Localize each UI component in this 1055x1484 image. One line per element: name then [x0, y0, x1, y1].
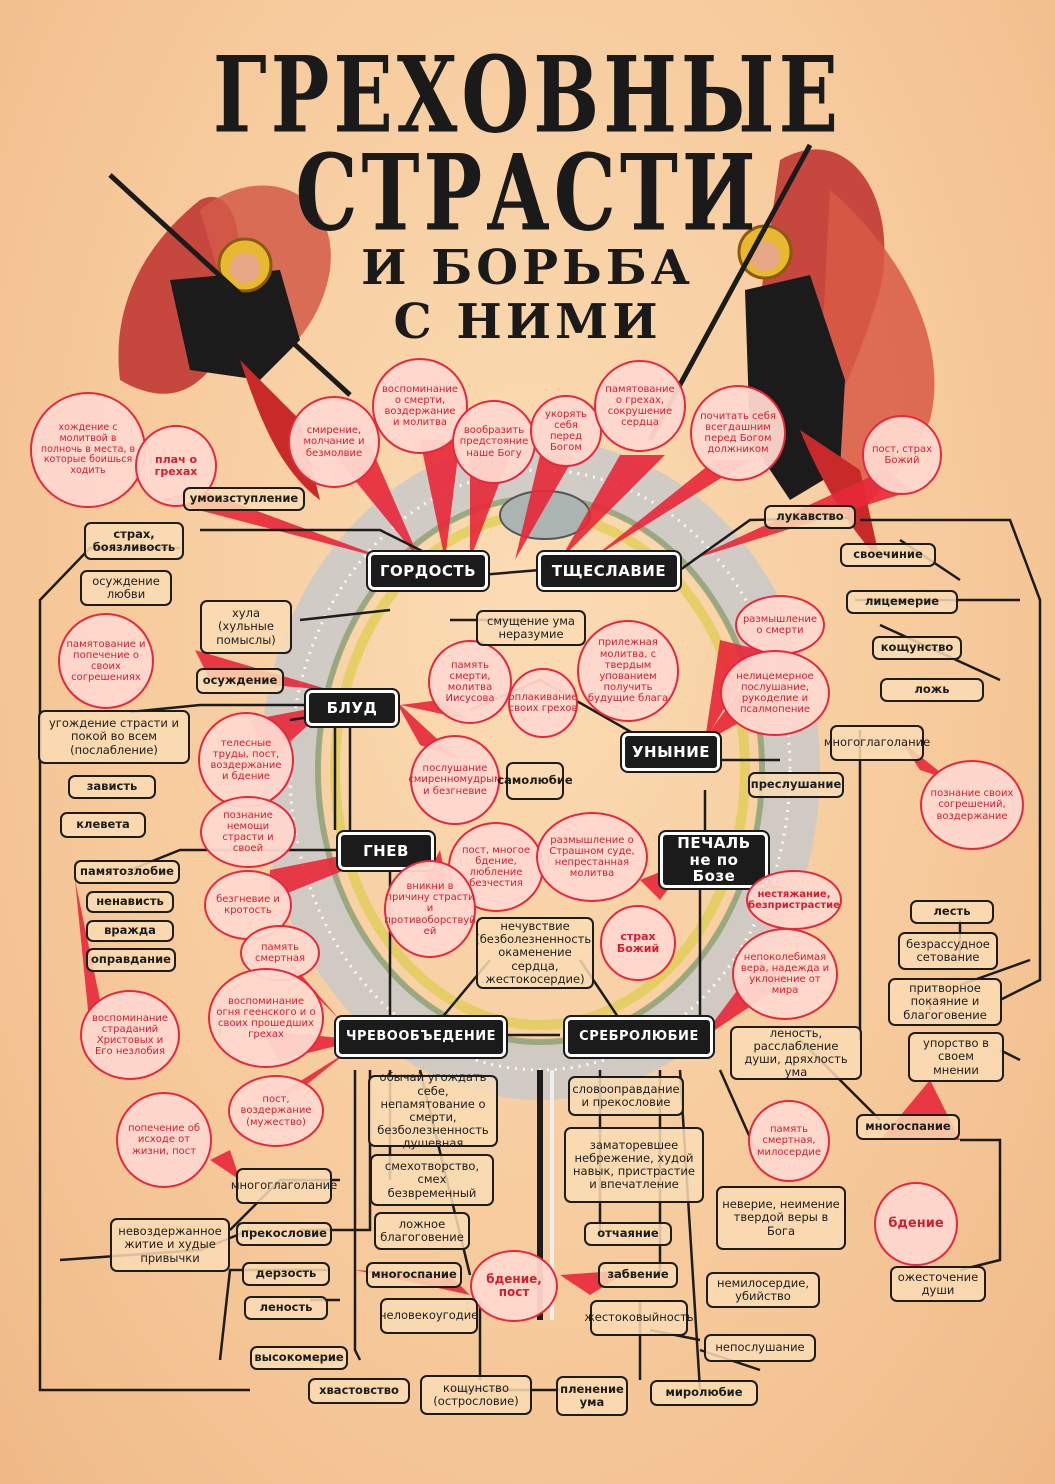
box-chelovekougodie: человекоугодие: [380, 1298, 478, 1334]
remedy-pamyatovanie-sogr: памятование и попечение о своих согрешен…: [58, 613, 154, 709]
box-ugozhdenie: угождение страсти и покой во всем (посла…: [38, 710, 190, 764]
box-lozhnoe: ложное благоговение: [374, 1212, 470, 1250]
remedy-telesnye: телесные труды, пост, воздержание и бден…: [198, 712, 294, 808]
box-otchayanie: отчаяние: [584, 1222, 672, 1246]
box-samolyubie: самолюбие: [497, 762, 573, 800]
remedy-pomyatovanie-greh: памятование о грехах, сокрушение сердца: [594, 360, 686, 452]
box-lenost: леность: [244, 1296, 328, 1320]
remedy-strah-bozhiy: страх Божий: [600, 905, 676, 981]
box-nemiloserdie: немилосердие, убийство: [706, 1272, 820, 1308]
box-hvastovstvo: хвастовство: [308, 1378, 410, 1404]
remedy-voobrazit: вообразить предстояние наше Богу: [452, 400, 536, 484]
box-osuzhdenie: осуждение: [196, 668, 284, 694]
box-strah: страх, боязливость: [84, 522, 184, 560]
box-kleveta: клевета: [60, 812, 146, 838]
remedy-poslushanie: послушание смиренномудрым и безгневие: [408, 735, 502, 825]
passion-gordost: ГОРДОСТЬ: [366, 550, 490, 592]
remedy-prilezhnaya: прилежная молитва, с твердым упованием п…: [577, 620, 679, 722]
passion-srebrolyubie: СРЕБРОЛЮБИЕ: [563, 1015, 715, 1059]
remedy-pamyat-smerti-molitva: память смерти, молитва Иисусова: [428, 640, 512, 724]
passion-blud: БЛУД: [304, 688, 400, 728]
remedy-pamyat-miloserdie: память смертная, милосердие: [748, 1100, 830, 1182]
passion-tscheslavie: ТЩЕСЛАВИЕ: [536, 550, 682, 592]
remedy-nepokolebimaya: непоколебимая вера, надежда и уклонение …: [732, 928, 838, 1020]
box-zhestokovyinost: жестоковыйность: [584, 1300, 694, 1336]
box-mnogospanie-right: многоспание: [856, 1114, 960, 1140]
box-osuzhdenie-lyubvi: осуждение любви: [80, 570, 172, 606]
box-umoizstuplenie: умоизступление: [183, 487, 305, 511]
box-zamatorevshee: заматоревшее небрежение, худой навык, пр…: [564, 1127, 704, 1203]
passion-unynie: УНЫНИЕ: [620, 731, 722, 773]
box-koschunstvo: кощунство: [872, 636, 962, 660]
box-pamyatozlobie: памятозлобие: [74, 860, 180, 884]
box-pritvornoe: притворное покаяние и благоговение: [888, 978, 1002, 1026]
remedy-poznanie-nemoschi: познание немощи страсти и своей: [200, 796, 296, 868]
passion-chrevoobedenie: ЧРЕВООБЪЕДЕНИЕ: [334, 1015, 508, 1059]
box-nechuvstvie: нечувствие (безболезненность, окаменение…: [475, 917, 595, 989]
box-ozhestochenie: ожесточение души: [890, 1266, 986, 1302]
remedy-nestyazhanie: нестяжание, безпристрастие: [746, 870, 842, 930]
remedy-vnikni: вникни в причину страсти и противоборств…: [384, 860, 476, 958]
remedy-poznanie-svoih: познание своих согрешений, воздержание: [920, 760, 1024, 850]
remedy-vospominanie-stradaniy: воспоминание страданий Христовых и Его н…: [80, 990, 180, 1080]
box-lest: лесть: [910, 900, 994, 924]
box-obychay: обычай угождать себе, непамятование о см…: [368, 1071, 498, 1150]
remedy-popechenie: попечение об исходе от жизни, пост: [116, 1092, 212, 1188]
box-vysokomerie: высокомерие: [250, 1346, 348, 1370]
box-derzost: дерзость: [242, 1262, 330, 1286]
remedy-razmyshlenie-sud: размышление о Страшном суде, непрестанна…: [536, 812, 648, 902]
passion-pechal: ПЕЧАЛЬ не по Бозе: [658, 830, 770, 890]
box-nevozderzhannoe: невоздержанное житие и худые привычки: [110, 1218, 230, 1272]
title-line-1: ГРЕХОВНЫЕ: [212, 34, 843, 157]
box-zavist: зависть: [68, 775, 156, 799]
remedy-bdenie-post: бдение, пост: [470, 1250, 558, 1322]
box-lenost-rasslablenie: леность, расслабление души, дряхлость ум…: [730, 1026, 862, 1080]
box-smehotvorstvo: смехотворство, смех безвременный: [370, 1154, 494, 1206]
box-plenenie: пленение ума: [556, 1376, 628, 1416]
box-uporstvo: упорство в своем мнении: [908, 1032, 1004, 1082]
remedy-hozhdenie: хождение с молитвой в полночь в места, в…: [30, 392, 146, 508]
box-neposlushanie: непослушание: [704, 1334, 816, 1362]
remedy-post-vozderzhanie: пост, воздержание (мужество): [228, 1075, 324, 1147]
box-slovoopravdanie: словооправдание и прекословие: [568, 1076, 684, 1116]
box-nenavist: ненависть: [86, 891, 174, 913]
box-hula: хула (хульные помыслы): [200, 600, 292, 654]
box-koschunstvo-ostr: кощунство (остроcловие): [420, 1375, 532, 1415]
box-lozh: ложь: [880, 678, 984, 702]
box-litsemerie: лицемерие: [846, 590, 958, 614]
box-preslushanie: преслушание: [748, 772, 844, 798]
box-lukavstvo: лукавство: [764, 505, 856, 529]
title-line-2: СТРАСТИ: [295, 132, 760, 255]
remedy-oplakivanie: оплакивание своих грехов: [508, 668, 578, 738]
remedy-post-strah: пост, страх Божий: [862, 415, 942, 495]
box-opravdanie: оправдание: [86, 948, 176, 972]
box-mnogoglagolanie-right: многоглаголание: [824, 725, 930, 761]
box-smyschenie: смущение ума неразумие: [476, 610, 586, 646]
box-mirolyubie: миролюбие: [650, 1380, 758, 1406]
remedy-smirenie: смирение, молчание и безмолвие: [288, 396, 380, 488]
box-bezrassudnoe: безрассудное сетование: [898, 932, 998, 970]
box-vrazhda: вражда: [86, 920, 174, 942]
remedy-nelitsemernoe: нелицемерное послушание, рукоделие и пса…: [720, 650, 830, 736]
box-zabvenie: забвение: [598, 1262, 678, 1288]
box-mnogoglagolanie-left: многоглаголание: [231, 1168, 337, 1204]
remedy-pochitat: почитать себя всегдашним перед Богом дол…: [690, 385, 786, 481]
box-neverie: неверие, неимение твердой веры в Бога: [716, 1186, 846, 1250]
box-prekoslovie: прекословие: [236, 1222, 332, 1246]
box-svoechinie: своечиние: [840, 543, 936, 567]
remedy-vospominanie-ognya: воспоминание огня геенского и о своих пр…: [208, 968, 324, 1068]
title-line-4: С НИМИ: [393, 294, 662, 350]
remedy-bdenie: бдение: [874, 1182, 958, 1266]
title-line-3: И БОРЬБА: [361, 240, 694, 296]
box-mnogospanie-center: многоспание: [366, 1262, 462, 1288]
remedy-razmyshlenie-smert: размышление о смерти: [735, 595, 825, 655]
remedy-ukoryat: укорять себя перед Богом: [530, 395, 602, 467]
left-angel: [108, 173, 352, 500]
